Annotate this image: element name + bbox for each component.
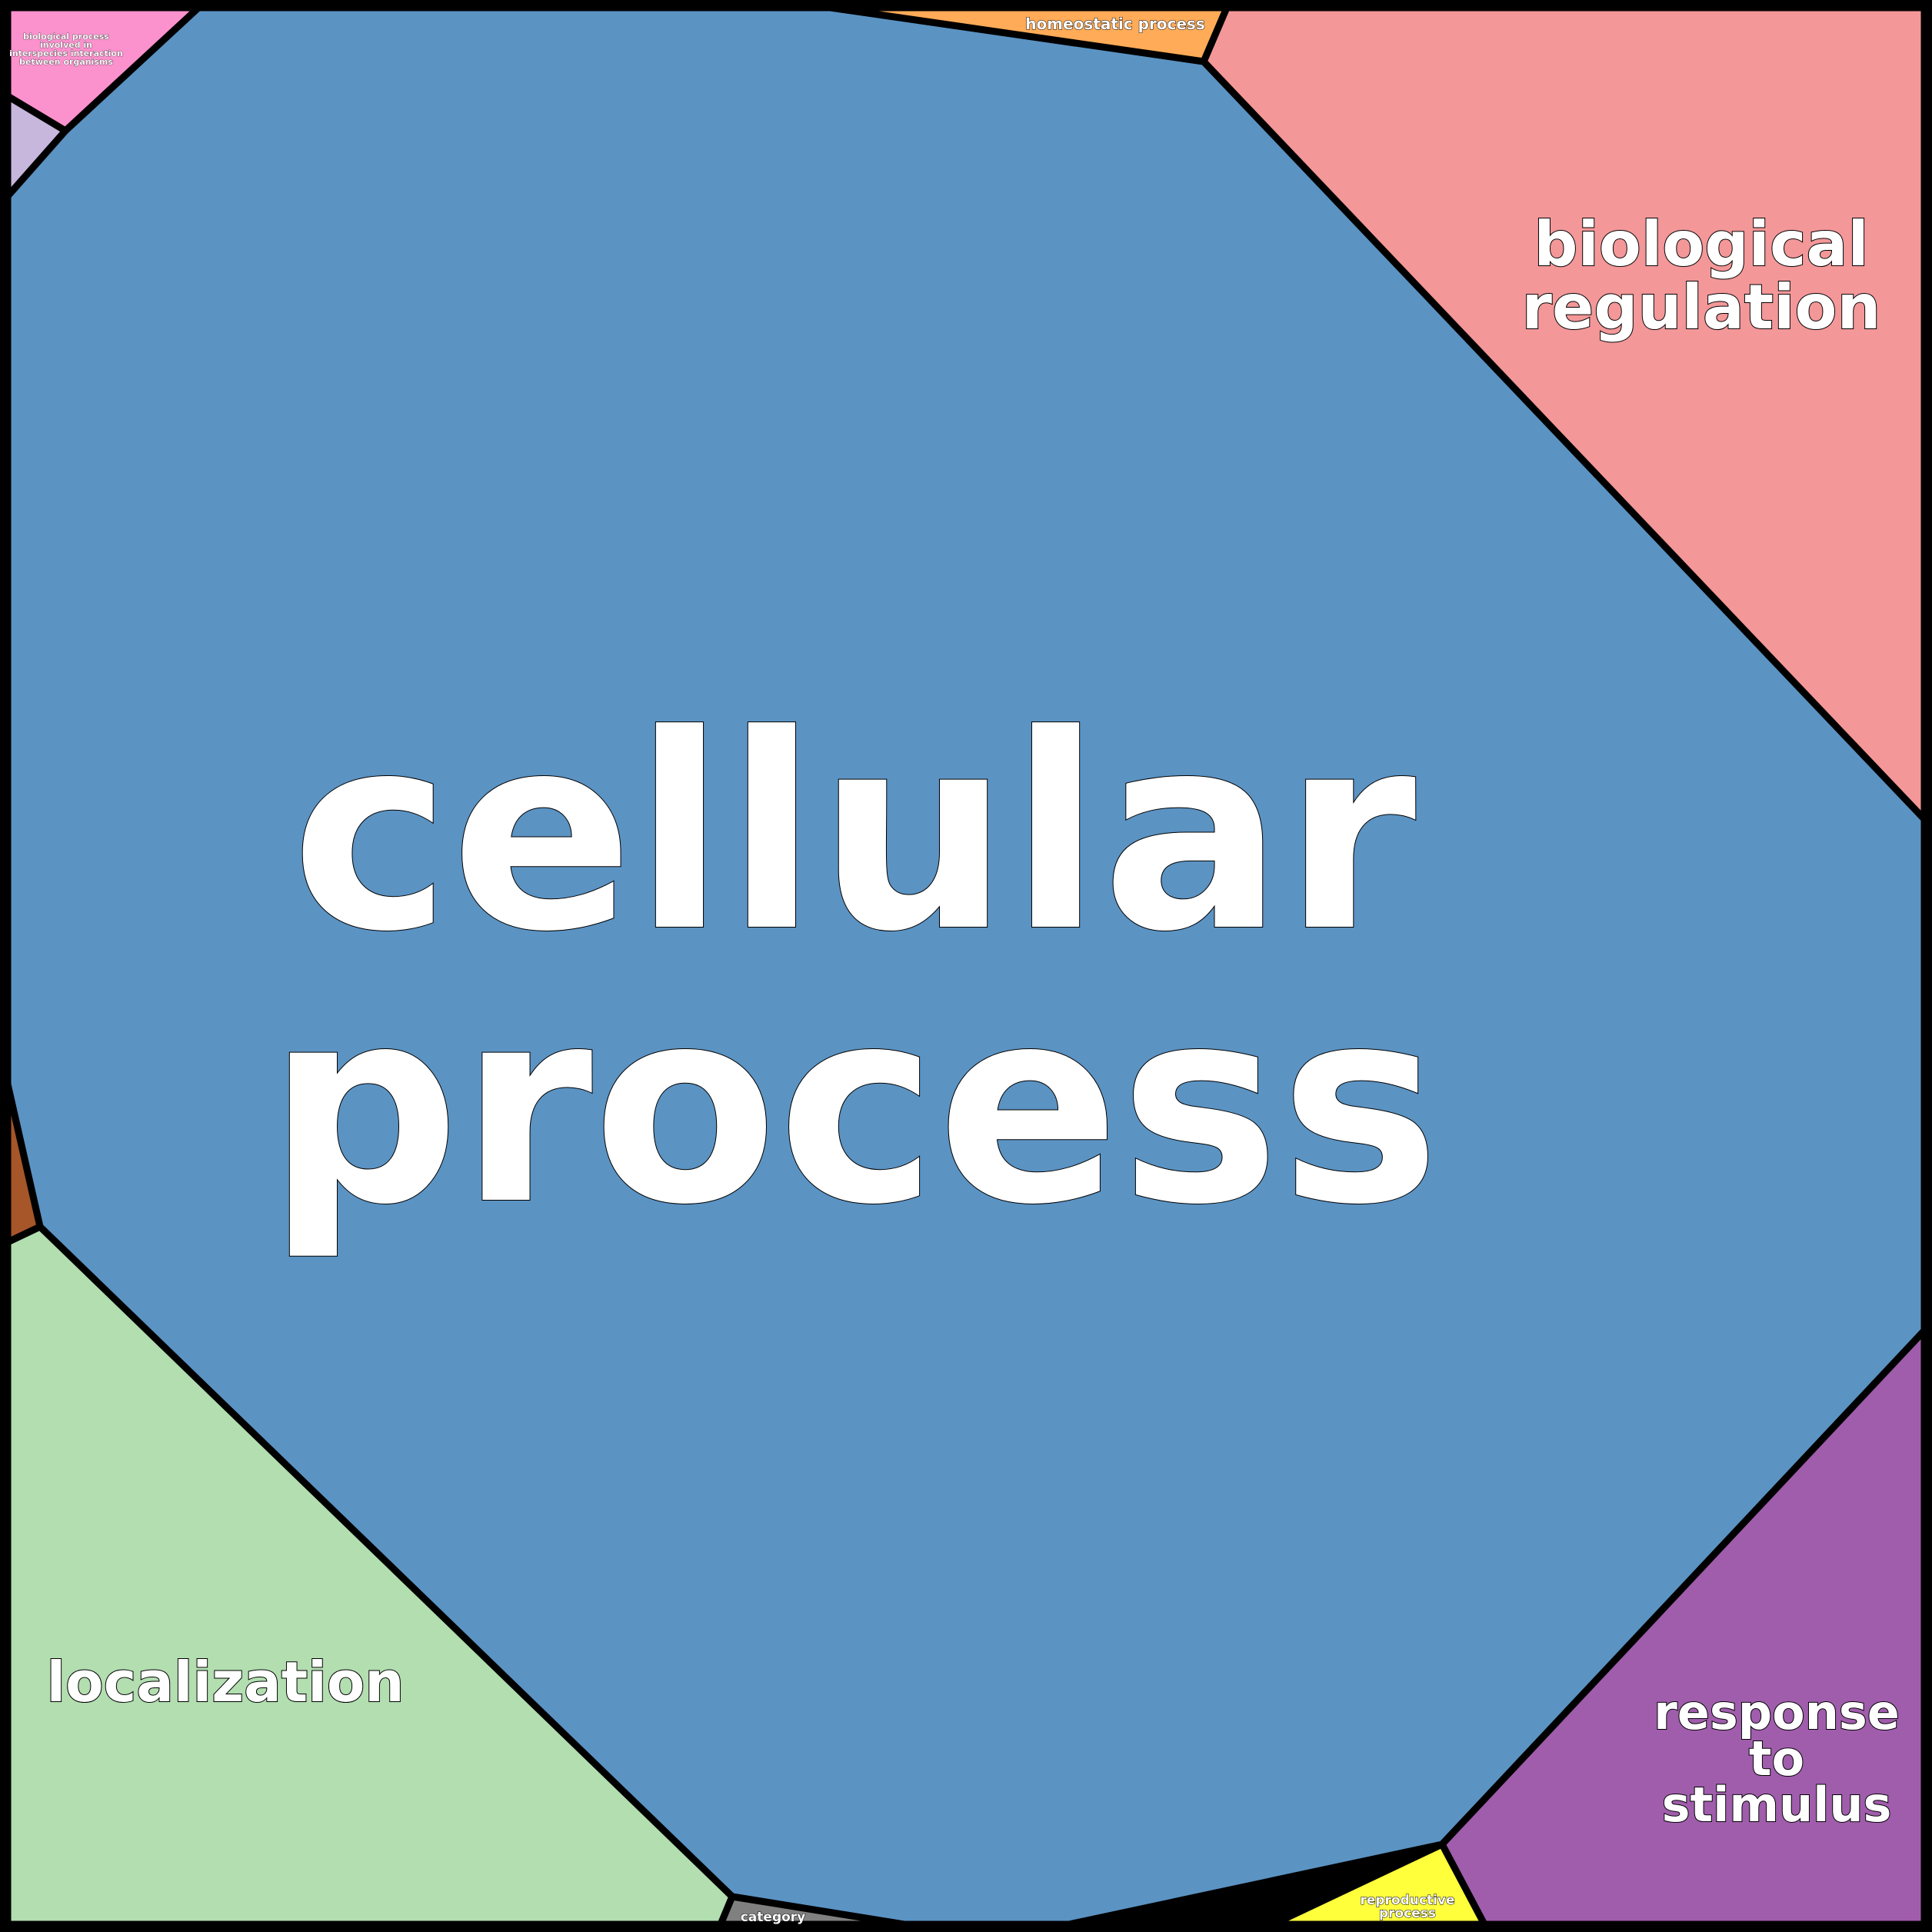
label-category: category	[741, 1910, 806, 1925]
label-homeostatic-process-line: homeostatic process	[1025, 15, 1204, 33]
label-cellular-process-line: cellular	[291, 677, 1418, 991]
label-reproductive-process-line: reproductive	[1360, 1893, 1454, 1908]
label-interspecies-interaction-line: biological process	[23, 32, 109, 42]
label-interspecies-interaction-line: involved in	[40, 40, 92, 50]
cell-homeostatic-process	[830, 4, 1232, 65]
label-interspecies-interaction-line: interspecies interaction	[9, 48, 123, 58]
cell-small-lavender	[4, 90, 71, 205]
label-interspecies-interaction-line: between organisms	[19, 57, 113, 67]
cell-reproductive-process	[1271, 1840, 1491, 1928]
label-cellular-process-line: process	[267, 950, 1440, 1264]
cell-category	[715, 1892, 904, 1928]
label-response-to-stimulus-line: response	[1654, 1684, 1900, 1740]
label-response-to-stimulus-line: to	[1749, 1730, 1804, 1787]
label-category-line: category	[741, 1910, 806, 1925]
label-localization-line: localization	[46, 1650, 404, 1714]
label-localization: localization	[46, 1650, 404, 1714]
label-response-to-stimulus-line: stimulus	[1662, 1777, 1892, 1833]
label-biological-regulation-line: biological	[1534, 208, 1869, 280]
label-homeostatic-process: homeostatic process	[1025, 15, 1204, 33]
label-biological-regulation-line: regulation	[1522, 271, 1881, 343]
cell-small-brown	[4, 1084, 45, 1248]
label-reproductive-process-line: process	[1379, 1906, 1436, 1921]
